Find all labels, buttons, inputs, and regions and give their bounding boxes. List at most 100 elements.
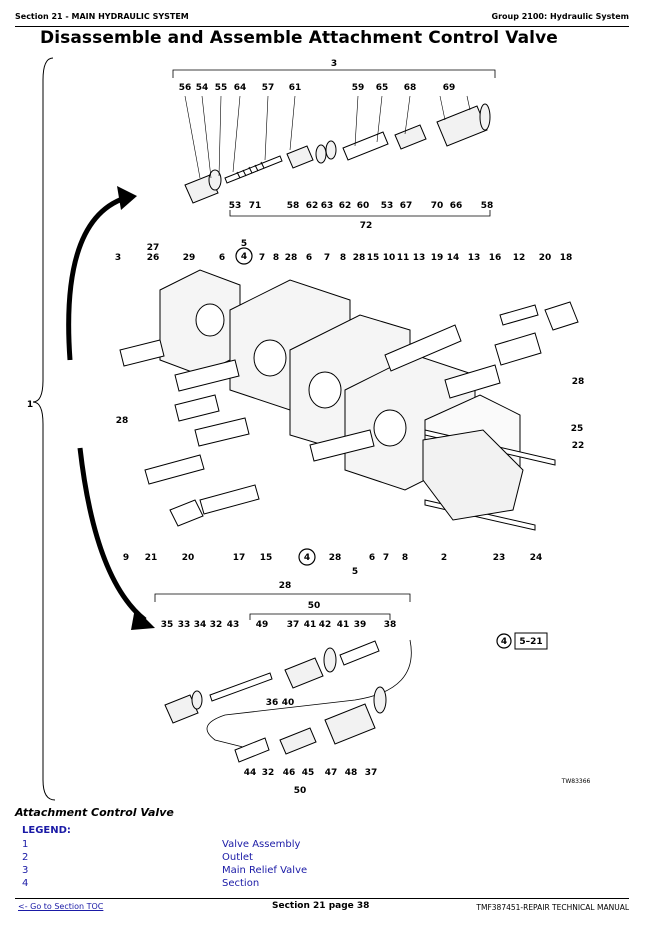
part-number-label: 37 bbox=[287, 620, 300, 630]
part-number-label: 7 bbox=[259, 253, 265, 263]
part-number-label: 69 bbox=[443, 83, 456, 93]
part-number-label: 36 bbox=[266, 698, 279, 708]
section-header: Section 21 - MAIN HYDRAULIC SYSTEM bbox=[15, 12, 189, 21]
part-number-label: 7 bbox=[324, 253, 330, 263]
part-number-label: 43 bbox=[227, 620, 240, 630]
part-number-label: 50 bbox=[308, 601, 321, 611]
label-3-top: 3 bbox=[331, 59, 337, 69]
part-number-label: 3 bbox=[115, 253, 121, 263]
legend-item: 1 Valve Assembly bbox=[22, 839, 422, 852]
group-header: Group 2100: Hydraulic System bbox=[491, 12, 629, 21]
part-number-label: 28 bbox=[353, 253, 366, 263]
secondary-relief-valve-exploded bbox=[164, 640, 387, 763]
part-number-label: 56 bbox=[179, 83, 192, 93]
part-number-label: 28 bbox=[329, 553, 342, 563]
part-number-label: 59 bbox=[352, 83, 365, 93]
part-number-label: 8 bbox=[402, 553, 408, 563]
part-number-label: 6 bbox=[306, 253, 312, 263]
part-number-label: 55 bbox=[215, 83, 228, 93]
part-number-label: 62 bbox=[339, 201, 352, 211]
part-number-label: 2 bbox=[441, 553, 447, 563]
part-number-label: 35 bbox=[161, 620, 174, 630]
part-number-label: 1 bbox=[27, 400, 33, 410]
part-number-label: 65 bbox=[376, 83, 389, 93]
part-number-label: 28 bbox=[285, 253, 298, 263]
part-number-label: 5 bbox=[352, 567, 358, 577]
manual-title: TMF387451-REPAIR TECHNICAL MANUAL bbox=[476, 903, 629, 912]
reference-page: 5–21 bbox=[519, 637, 542, 647]
upper-curved-arrow bbox=[66, 195, 126, 361]
part-number-label: 23 bbox=[493, 553, 506, 563]
part-number-label: 72 bbox=[360, 221, 373, 231]
part-number-label: 58 bbox=[287, 201, 300, 211]
part-number-label: 67 bbox=[400, 201, 413, 211]
bottom-loop bbox=[206, 639, 412, 751]
part-number-label: 45 bbox=[302, 768, 315, 778]
part-number-label: 15 bbox=[260, 553, 273, 563]
part-number-label: 10 bbox=[383, 253, 396, 263]
part-number-label: 53 bbox=[229, 201, 242, 211]
upper-arrow-head bbox=[117, 186, 137, 210]
part-number-label: 11 bbox=[397, 253, 410, 263]
legend-text: Valve Assembly bbox=[222, 839, 301, 850]
legend-text: Main Relief Valve bbox=[222, 865, 308, 876]
part-number-label: 4 bbox=[304, 553, 310, 563]
part-number-label: 28 bbox=[279, 581, 292, 591]
part-number-label: 14 bbox=[447, 253, 460, 263]
reference-callout: 4 bbox=[501, 637, 507, 647]
part-number-label: 28 bbox=[572, 377, 585, 387]
part-number-label: 19 bbox=[431, 253, 444, 263]
part-number-label: 47 bbox=[325, 768, 338, 778]
part-number-label: 22 bbox=[572, 441, 585, 451]
relief-valve-bracket bbox=[172, 69, 496, 78]
bottom-group-bracket-50 bbox=[249, 613, 391, 620]
part-number-label: 32 bbox=[262, 768, 275, 778]
main-relief-valve-exploded bbox=[184, 103, 491, 204]
legend-number: 1 bbox=[22, 839, 29, 850]
page-title: Disassemble and Assemble Attachment Cont… bbox=[40, 28, 558, 48]
part-number-label: 13 bbox=[413, 253, 426, 263]
part-number-label: 16 bbox=[489, 253, 502, 263]
part-number-label: 41 bbox=[304, 620, 317, 630]
part-number-label: 53 bbox=[381, 201, 394, 211]
part-number-label: 6 bbox=[219, 253, 225, 263]
legend-text: Section bbox=[222, 878, 260, 889]
legend-item: 4 Section bbox=[22, 878, 422, 891]
part-number-label: 54 bbox=[196, 83, 209, 93]
part-number-label: 37 bbox=[365, 768, 378, 778]
part-number-label: 62 bbox=[306, 201, 319, 211]
bottom-group-bracket-28 bbox=[154, 593, 411, 602]
part-number-label: 70 bbox=[431, 201, 444, 211]
part-number-label: 42 bbox=[319, 620, 332, 630]
part-number-label: 68 bbox=[404, 83, 417, 93]
legend-number: 2 bbox=[22, 852, 29, 863]
assembly-bracket bbox=[32, 57, 56, 801]
part-number-label: 61 bbox=[289, 83, 302, 93]
part-number-label: 71 bbox=[249, 201, 262, 211]
section-toc-link[interactable]: <- Go to Section TOC bbox=[18, 902, 104, 911]
reference-box bbox=[514, 632, 548, 650]
part-number-label: 50 bbox=[294, 786, 307, 796]
part-number-label: 26 bbox=[147, 253, 160, 263]
legend-title: LEGEND: bbox=[22, 825, 71, 836]
footer-divider bbox=[15, 898, 629, 899]
figure-caption: Attachment Control Valve bbox=[15, 806, 174, 819]
part-number-label: 7 bbox=[383, 553, 389, 563]
part-number-label: 5 bbox=[241, 239, 247, 249]
part-number-label: 40 bbox=[282, 698, 295, 708]
part-number-label: 48 bbox=[345, 768, 358, 778]
relief-valve-bracket-72 bbox=[229, 210, 491, 217]
image-code: TW83366 bbox=[561, 778, 591, 785]
callout-circles bbox=[235, 247, 512, 649]
part-number-label: 29 bbox=[183, 253, 196, 263]
part-number-label: 21 bbox=[145, 553, 158, 563]
part-number-label: 4 bbox=[241, 252, 247, 262]
part-number-label: 34 bbox=[194, 620, 207, 630]
legend-item: 2 Outlet bbox=[22, 852, 422, 865]
part-number-label: 64 bbox=[234, 83, 247, 93]
part-number-label: 38 bbox=[384, 620, 397, 630]
part-number-label: 17 bbox=[233, 553, 246, 563]
part-number-label: 12 bbox=[513, 253, 526, 263]
legend-number: 3 bbox=[22, 865, 29, 876]
legend-text: Outlet bbox=[222, 852, 253, 863]
